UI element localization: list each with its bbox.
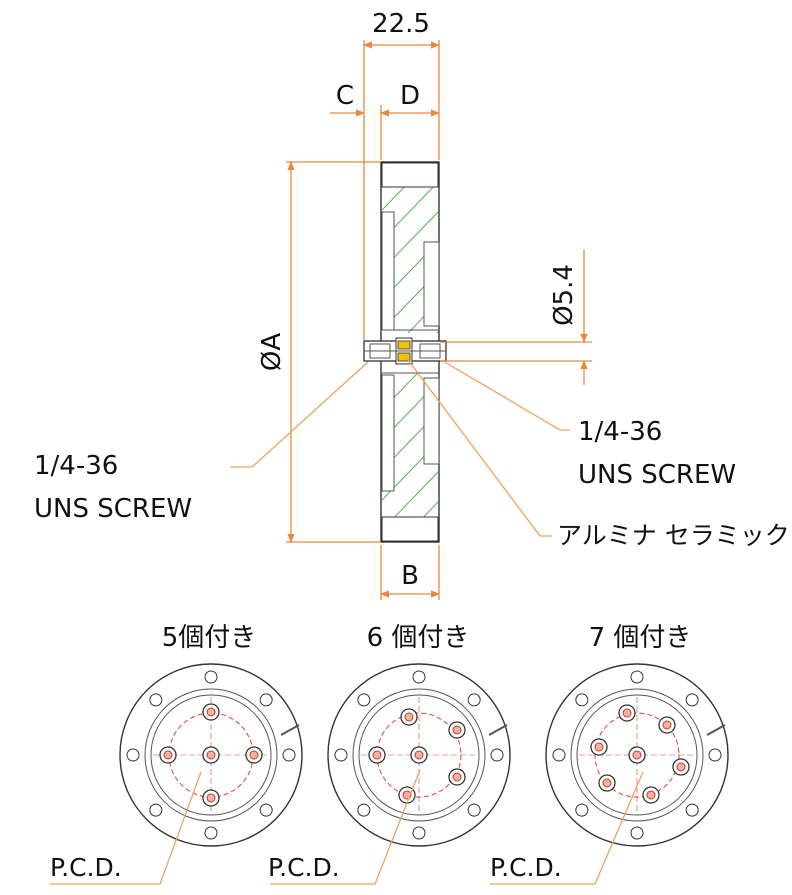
bolt-hole (467, 803, 481, 817)
feedthrough-pin-top (642, 786, 660, 804)
feedthrough-pin (363, 337, 447, 365)
feedthrough-pin-top (618, 704, 636, 722)
bolt-hole (708, 748, 722, 762)
bolt-hole (575, 693, 589, 707)
pcd-label-5: P.C.D. (50, 853, 122, 882)
bolt-hole (204, 670, 218, 684)
feedthrough-pin-top (400, 708, 418, 726)
pcd-label-7: P.C.D. (490, 853, 562, 882)
dim-c: C (336, 81, 354, 111)
dim-phi-a: ØA (257, 333, 287, 371)
feedthrough-pin-top (202, 703, 220, 721)
bolt-hole (685, 803, 699, 817)
feedthrough-pin-top (628, 746, 646, 764)
ceramic-callout: アルミナ セラミック (557, 521, 790, 550)
bolt-hole (204, 826, 218, 840)
variant-title-7: 7 個付き (589, 623, 692, 653)
bolt-hole (126, 748, 140, 762)
pcd-label-6: P.C.D. (268, 853, 340, 882)
dim-22-5: 22.5 (372, 9, 430, 39)
feedthrough-pin-top (598, 774, 616, 792)
bolt-hole (334, 748, 348, 762)
feedthrough-pin-top (590, 738, 608, 756)
feedthrough-pin-top (658, 716, 676, 734)
feedthrough-pin-top (368, 746, 386, 764)
right-screw-callout: 1/4-36 UNS SCREW (578, 417, 736, 490)
bolt-hole (149, 803, 163, 817)
bolt-hole (490, 748, 504, 762)
bolt-hole (357, 693, 371, 707)
variant-title-6: 6 個付き (367, 623, 470, 653)
bolt-hole (259, 803, 273, 817)
bolt-hole (685, 693, 699, 707)
variant-title-5: 5個付き (162, 623, 257, 653)
section-view (363, 161, 447, 543)
flange-7 (545, 663, 729, 847)
feedthrough-pin-top (202, 789, 220, 807)
feedthrough-pin-top (245, 746, 263, 764)
bolt-hole (575, 803, 589, 817)
feedthrough-pin-top (448, 768, 466, 786)
flange-views (119, 663, 729, 847)
feedthrough-pin-top (202, 746, 220, 764)
leader-lines (230, 355, 570, 537)
bolt-hole (259, 693, 273, 707)
ceramic-insulator (397, 340, 411, 350)
feedthrough-pin-top (672, 758, 690, 776)
bolt-hole (467, 693, 481, 707)
bolt-hole (282, 748, 296, 762)
bolt-hole (412, 670, 426, 684)
flange-5 (119, 663, 303, 847)
feedthrough-pin-top (448, 721, 466, 739)
feedthrough-pin-top (410, 746, 428, 764)
bolt-hole (630, 826, 644, 840)
dim-phi-5-4: Ø5.4 (549, 264, 579, 326)
feedthrough-pin-top (159, 746, 177, 764)
dim-d: D (400, 81, 420, 111)
flange-6 (327, 663, 511, 847)
dim-b: B (401, 561, 419, 591)
bolt-hole (357, 803, 371, 817)
bolt-hole (149, 693, 163, 707)
dimension-lines (286, 40, 592, 600)
bolt-hole (552, 748, 566, 762)
bolt-hole (412, 826, 426, 840)
bolt-hole (630, 670, 644, 684)
pcd-leaders (50, 769, 644, 885)
left-screw-callout: 1/4-36 UNS SCREW (34, 451, 192, 524)
